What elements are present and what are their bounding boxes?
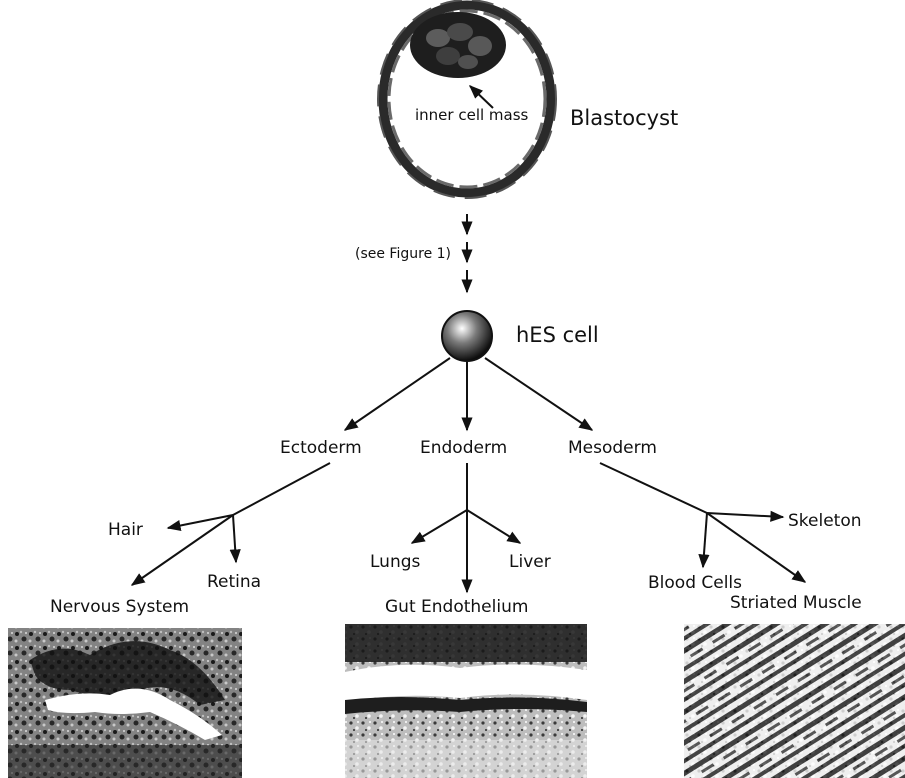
ectoderm-branch [132,463,330,585]
lungs-label: Lungs [370,552,421,572]
inner-cell-mass-label: inner cell mass [415,106,529,124]
figure-reference: (see Figure 1) [355,246,451,262]
endoderm-branch [412,463,520,592]
hes-cell-label: hES cell [516,323,599,347]
ectoderm-label: Ectoderm [280,438,362,458]
striated-muscle-micrograph [684,624,905,778]
liver-label: Liver [509,552,551,572]
blastocyst-illustration [378,0,556,198]
nervous-system-micrograph [8,628,242,778]
striated-muscle-label: Striated Muscle [730,593,862,613]
mesoderm-branch [600,463,805,582]
gut-endothelium-label: Gut Endothelium [385,597,528,617]
retina-label: Retina [207,572,261,592]
hes-to-germ-layer-arrows [345,358,592,430]
endoderm-label: Endoderm [420,438,507,458]
blood-cells-label: Blood Cells [648,573,742,593]
hes-cell [442,311,492,361]
blastocyst-label: Blastocyst [570,106,678,130]
nervous-system-label: Nervous System [50,597,189,617]
skeleton-label: Skeleton [788,511,862,531]
inner-cell-mass [410,12,506,78]
gut-endothelium-micrograph [345,624,587,778]
hair-label: Hair [108,520,143,540]
mesoderm-label: Mesoderm [568,438,657,458]
